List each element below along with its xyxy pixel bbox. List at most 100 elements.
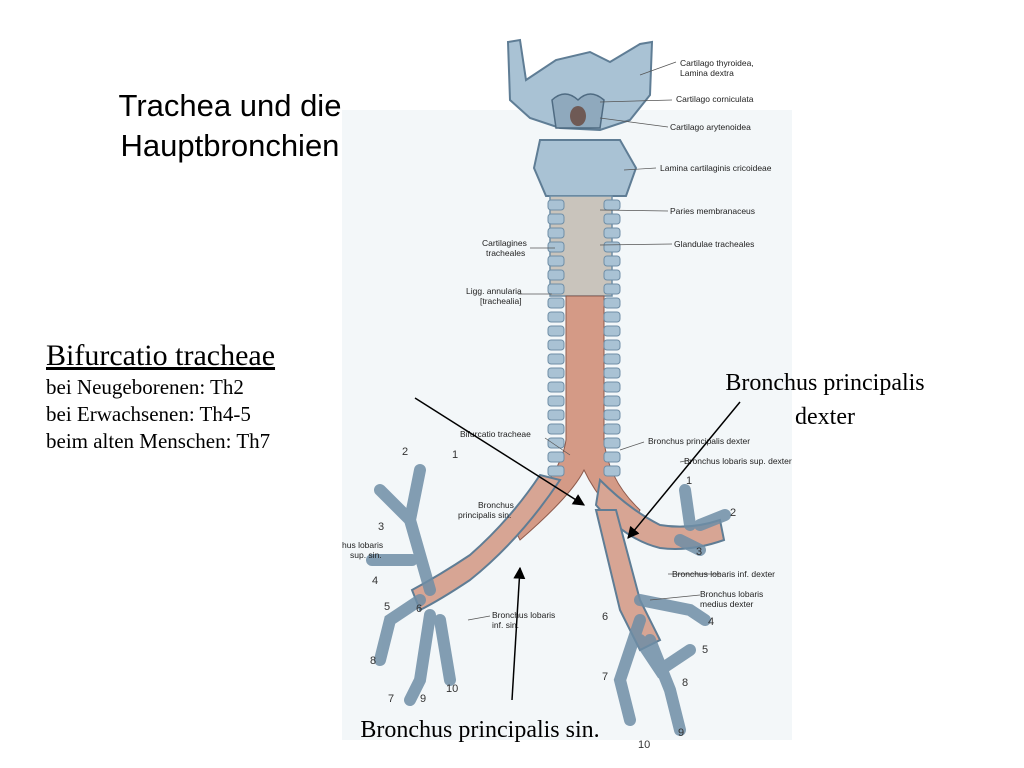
- cartilage-ring: [547, 437, 565, 449]
- segment-number-right: 1: [686, 475, 692, 487]
- label-bronchus-lobaris-sup-dexter: Bronchus lobaris sup. dexter: [684, 456, 792, 466]
- label-sup-sin: sup. sin.: [350, 550, 382, 560]
- callout-bronchus-principalis-sin: Bronchus principalis sin.: [360, 717, 600, 743]
- cartilage-ring: [547, 381, 565, 393]
- bifurcation-heading: Bifurcatio tracheae: [46, 339, 276, 372]
- label-tracheales: tracheales: [486, 248, 525, 258]
- cartilage-ring: [603, 311, 621, 323]
- cartilage-ring: [547, 395, 565, 407]
- label-bifurcatio-tracheae-small: Bifurcatio tracheae: [460, 429, 531, 439]
- cartilage-ring: [603, 353, 621, 365]
- bifurcation-adult: bei Erwachsenen: Th4-5: [46, 402, 251, 426]
- bifurcation-elderly: beim alten Menschen: Th7: [46, 429, 271, 453]
- cartilage-ring: [547, 269, 565, 281]
- cartilage-ring: [603, 325, 621, 337]
- cartilage-ring: [603, 283, 621, 295]
- cartilage-ring: [603, 451, 621, 463]
- cartilage-ring: [547, 241, 565, 253]
- segment-number-left: 4: [372, 575, 378, 587]
- cartilage-ring: [603, 423, 621, 435]
- segment-number-right: 2: [730, 507, 736, 519]
- cartilage-ring: [547, 199, 565, 211]
- segment-number-right: 10: [638, 739, 650, 751]
- segment-number-left: 5: [384, 601, 390, 613]
- label-bronchus-principalis-dexter-small: Bronchus principalis dexter: [648, 436, 750, 446]
- bifurcation-newborn: bei Neugeborenen: Th2: [46, 375, 244, 399]
- label-leader-lines: [467, 61, 720, 621]
- cartilage-ring: [603, 241, 621, 253]
- cricoid-cartilage: [532, 139, 638, 197]
- cartilage-ring: [603, 255, 621, 267]
- left-lobar-branches: [366, 464, 456, 706]
- right-lobar-branches: [613, 484, 731, 736]
- cartilage-ring: [603, 395, 621, 407]
- callout-dexter-line-1: Bronchus principalis: [725, 370, 925, 396]
- label-inf-sin: inf. sin.: [492, 620, 519, 630]
- thyroid-cartilage: [506, 38, 654, 132]
- cartilage-ring: [603, 381, 621, 393]
- cartilage-ring: [603, 339, 621, 351]
- slide-title: Trachea und die Hauptbronchien: [60, 86, 400, 166]
- segment-number-left: 7: [388, 693, 394, 705]
- label-cartilago-arytenoidea: Cartilago arytenoidea: [670, 122, 751, 132]
- segment-number-right: 7: [602, 671, 608, 683]
- segment-number-left: 9: [420, 693, 426, 705]
- label-paries-membranaceus: Paries membranaceus: [670, 206, 755, 216]
- cartilage-ring: [547, 353, 565, 365]
- segment-number-right: 4: [708, 616, 714, 628]
- cartilage-ring: [603, 465, 621, 477]
- bronchus-dexter-arrow: [627, 401, 741, 539]
- cartilage-ring: [547, 311, 565, 323]
- callout-bronchus-principalis-dexter: Bronchus principalis dexter: [700, 366, 950, 434]
- label-cartilagines: Cartilagines: [482, 238, 527, 248]
- cartilage-ring: [547, 451, 565, 463]
- label-principalis-sin: principalis sin.: [458, 510, 511, 520]
- label-medius-dexter: medius dexter: [700, 599, 754, 609]
- cartilage-ring: [603, 213, 621, 225]
- callout-dexter-line-2: dexter: [795, 404, 855, 430]
- cartilage-ring: [603, 367, 621, 379]
- cartilage-ring: [547, 227, 565, 239]
- cartilage-ring: [547, 339, 565, 351]
- label-cartilago-corniculata: Cartilago corniculata: [676, 94, 754, 104]
- segment-number-left: 1: [452, 449, 458, 461]
- segment-number-left: 3: [378, 521, 384, 533]
- label-bronchus-lobaris-inf-dexter: Bronchus lobaris inf. dexter: [672, 569, 775, 579]
- label-hus-lobaris: hus lobaris: [342, 540, 383, 550]
- label-trachealia: [trachealia]: [480, 296, 522, 306]
- label-ligg-annularia: Ligg. annularia: [466, 286, 522, 296]
- label-lamina-dextra: Lamina dextra: [680, 68, 734, 78]
- cartilage-ring: [547, 409, 565, 421]
- segment-number-left: 6: [416, 603, 422, 615]
- slide-title-line-1: Trachea und die: [118, 88, 342, 123]
- segment-number-right: 6: [602, 611, 608, 623]
- label-cartilago-thyroidea: Cartilago thyroidea,: [680, 58, 754, 68]
- segment-number-left: 10: [446, 683, 458, 695]
- bronchus-sin-arrow: [511, 566, 526, 701]
- segment-number-left: 8: [370, 655, 376, 667]
- cartilage-ring: [603, 227, 621, 239]
- label-lamina-cartilaginis-cricoideae: Lamina cartilaginis cricoideae: [660, 163, 772, 173]
- right-lower-bronchus: [594, 509, 662, 652]
- slide-title-line-2: Hauptbronchien: [120, 128, 340, 163]
- label-bronchus-lobaris-left: Bronchus lobaris: [492, 610, 555, 620]
- corniculate-cartilage: [570, 106, 586, 126]
- cartilage-ring: [603, 199, 621, 211]
- label-bronchus: Bronchus: [478, 500, 514, 510]
- cartilage-ring: [547, 297, 565, 309]
- segment-number-right: 5: [702, 644, 708, 656]
- tracheal-cartilage-rings: [547, 199, 621, 477]
- segment-number-right: 3: [696, 546, 702, 558]
- segment-number-right: 8: [682, 677, 688, 689]
- cartilage-ring: [603, 269, 621, 281]
- cartilage-ring: [547, 367, 565, 379]
- cartilage-ring: [547, 465, 565, 477]
- cartilage-ring: [547, 283, 565, 295]
- cartilage-ring: [603, 409, 621, 421]
- segment-number-left: 2: [402, 446, 408, 458]
- label-bronchus-lobaris-medius: Bronchus lobaris: [700, 589, 763, 599]
- segment-number-right: 9: [678, 727, 684, 739]
- label-glandulae-tracheales: Glandulae tracheales: [674, 239, 754, 249]
